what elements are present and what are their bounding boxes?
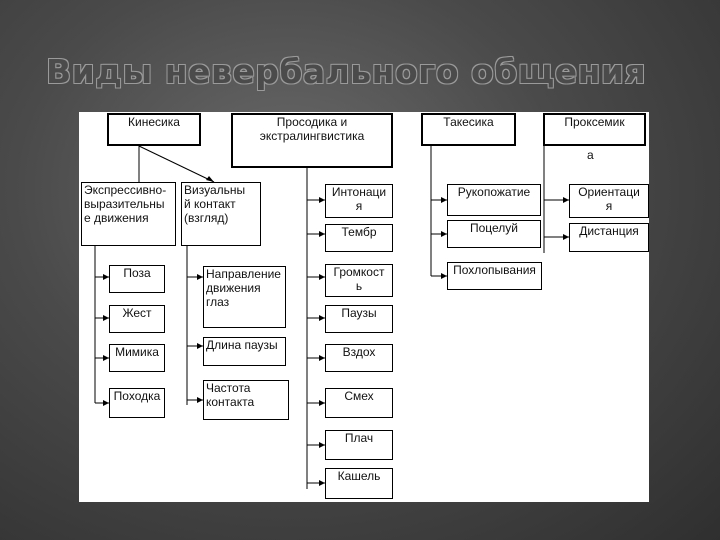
prosody-item: Интонаци я bbox=[325, 184, 393, 218]
visual-contact-box: Визуальны й контакт (взгляд) bbox=[181, 182, 261, 246]
prosody-item: Смех bbox=[325, 388, 393, 418]
prosody-item: Вздох bbox=[325, 344, 393, 372]
expressive-item: Мимика bbox=[109, 344, 165, 372]
takesics-item: Поцелуй bbox=[447, 220, 541, 248]
slide-title: Виды невербального общения bbox=[46, 52, 647, 91]
takesics-item: Рукопожатие bbox=[447, 184, 541, 216]
prosody-item: Громкост ь bbox=[325, 264, 393, 297]
kinesics-box: Кинесика bbox=[107, 113, 201, 146]
proxemics-box: Проксемик bbox=[543, 113, 646, 146]
visual-item: Направление движения глаз bbox=[203, 266, 286, 328]
proxemics-label-overflow: а bbox=[587, 148, 594, 162]
visual-item: Частота контакта bbox=[203, 380, 289, 420]
prosody-box: Просодика и экстралингвистика bbox=[231, 113, 393, 168]
prosody-item: Кашель bbox=[325, 468, 393, 499]
takesics-item: Похлопывания bbox=[447, 262, 542, 290]
proxemics-item: Дистанция bbox=[569, 223, 649, 252]
visual-item: Длина паузы bbox=[203, 337, 286, 366]
proxemics-item: Ориентаци я bbox=[569, 184, 649, 218]
nonverbal-diagram: Кинесика Просодика и экстралингвистика Т… bbox=[79, 112, 649, 502]
connector-lines bbox=[94, 145, 569, 489]
prosody-item: Тембр bbox=[325, 224, 393, 252]
takesics-box: Такесика bbox=[421, 113, 516, 146]
prosody-item: Плач bbox=[325, 430, 393, 460]
prosody-item: Паузы bbox=[325, 305, 393, 333]
expressive-movements-box: Экспрессивно- выразительны е движения bbox=[81, 182, 176, 246]
expressive-item: Жест bbox=[109, 305, 165, 333]
expressive-item: Походка bbox=[109, 388, 165, 418]
expressive-item: Поза bbox=[109, 265, 165, 293]
